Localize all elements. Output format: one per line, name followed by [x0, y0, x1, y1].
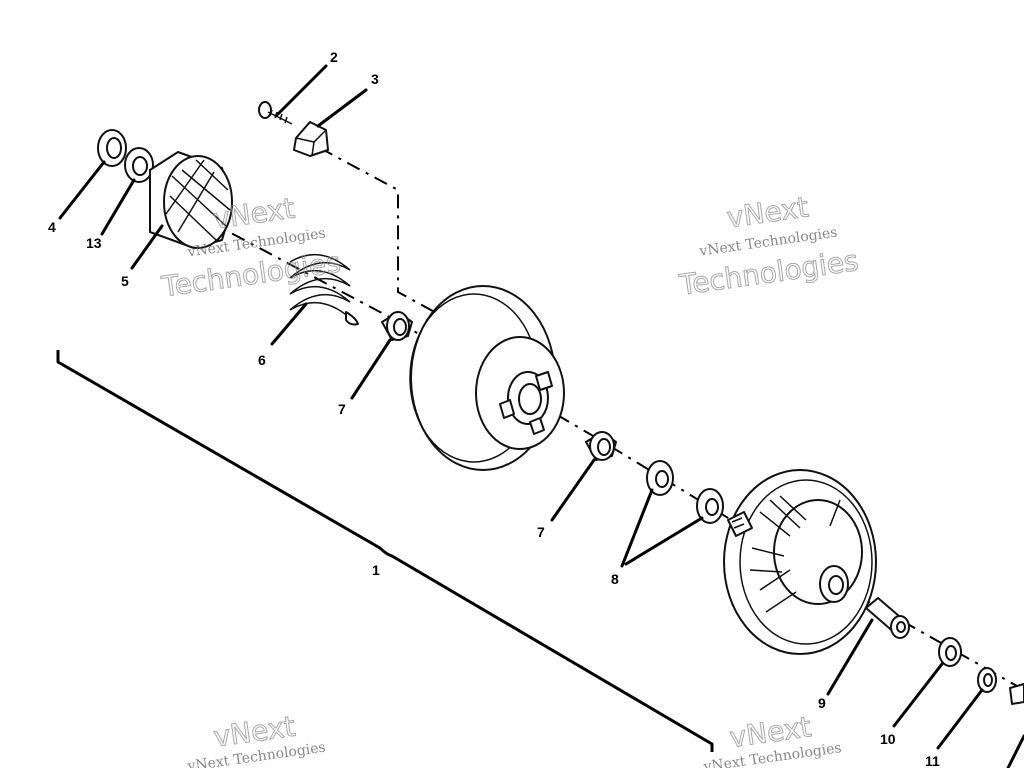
- part-spring[interactable]: [289, 253, 359, 326]
- part-bushing-upper[interactable]: [381, 311, 413, 341]
- label-1: 1: [372, 562, 380, 578]
- label-4: 4: [48, 219, 56, 235]
- leader-lines: [58, 64, 1024, 768]
- watermark-brand-top: vNext: [725, 190, 811, 234]
- part-labels: 1 2 3 4 5 6 7 7 8 9 10 11 13: [48, 49, 940, 768]
- part-washer-13[interactable]: [124, 147, 154, 183]
- part-shims[interactable]: [646, 460, 724, 524]
- part-fixed-sheave[interactable]: [723, 469, 877, 655]
- part-movable-sheave[interactable]: [409, 285, 565, 471]
- part-lock-washer[interactable]: [977, 667, 997, 693]
- label-11: 11: [925, 753, 940, 768]
- label-2: 2: [330, 49, 338, 65]
- label-10: 10: [880, 731, 896, 747]
- assembly-bracket: [56, 350, 714, 752]
- part-spacer[interactable]: [865, 597, 910, 639]
- assembly-axis: [149, 147, 1024, 691]
- label-7-lower: 7: [537, 524, 545, 540]
- part-washer-10[interactable]: [938, 637, 962, 667]
- label-3: 3: [371, 71, 379, 87]
- part-bolt[interactable]: [1009, 683, 1024, 705]
- label-13: 13: [86, 235, 102, 251]
- label-6: 6: [258, 352, 266, 368]
- label-8: 8: [611, 571, 619, 587]
- watermark-upper-right: vNext vNext Technologies Technologies: [676, 190, 861, 302]
- part-bushing-lower[interactable]: [585, 431, 617, 461]
- label-5: 5: [121, 273, 129, 289]
- part-weight-block[interactable]: [293, 121, 329, 157]
- part-retaining-ring[interactable]: [97, 129, 127, 167]
- watermark-brand-bottom: Technologies: [159, 246, 343, 304]
- watermark-lower-right: vNext vNext Technologies: [702, 710, 843, 768]
- watermark-lower-left: vNext vNext Technologies: [186, 709, 327, 768]
- label-7-upper: 7: [338, 401, 346, 417]
- label-9: 9: [818, 695, 826, 711]
